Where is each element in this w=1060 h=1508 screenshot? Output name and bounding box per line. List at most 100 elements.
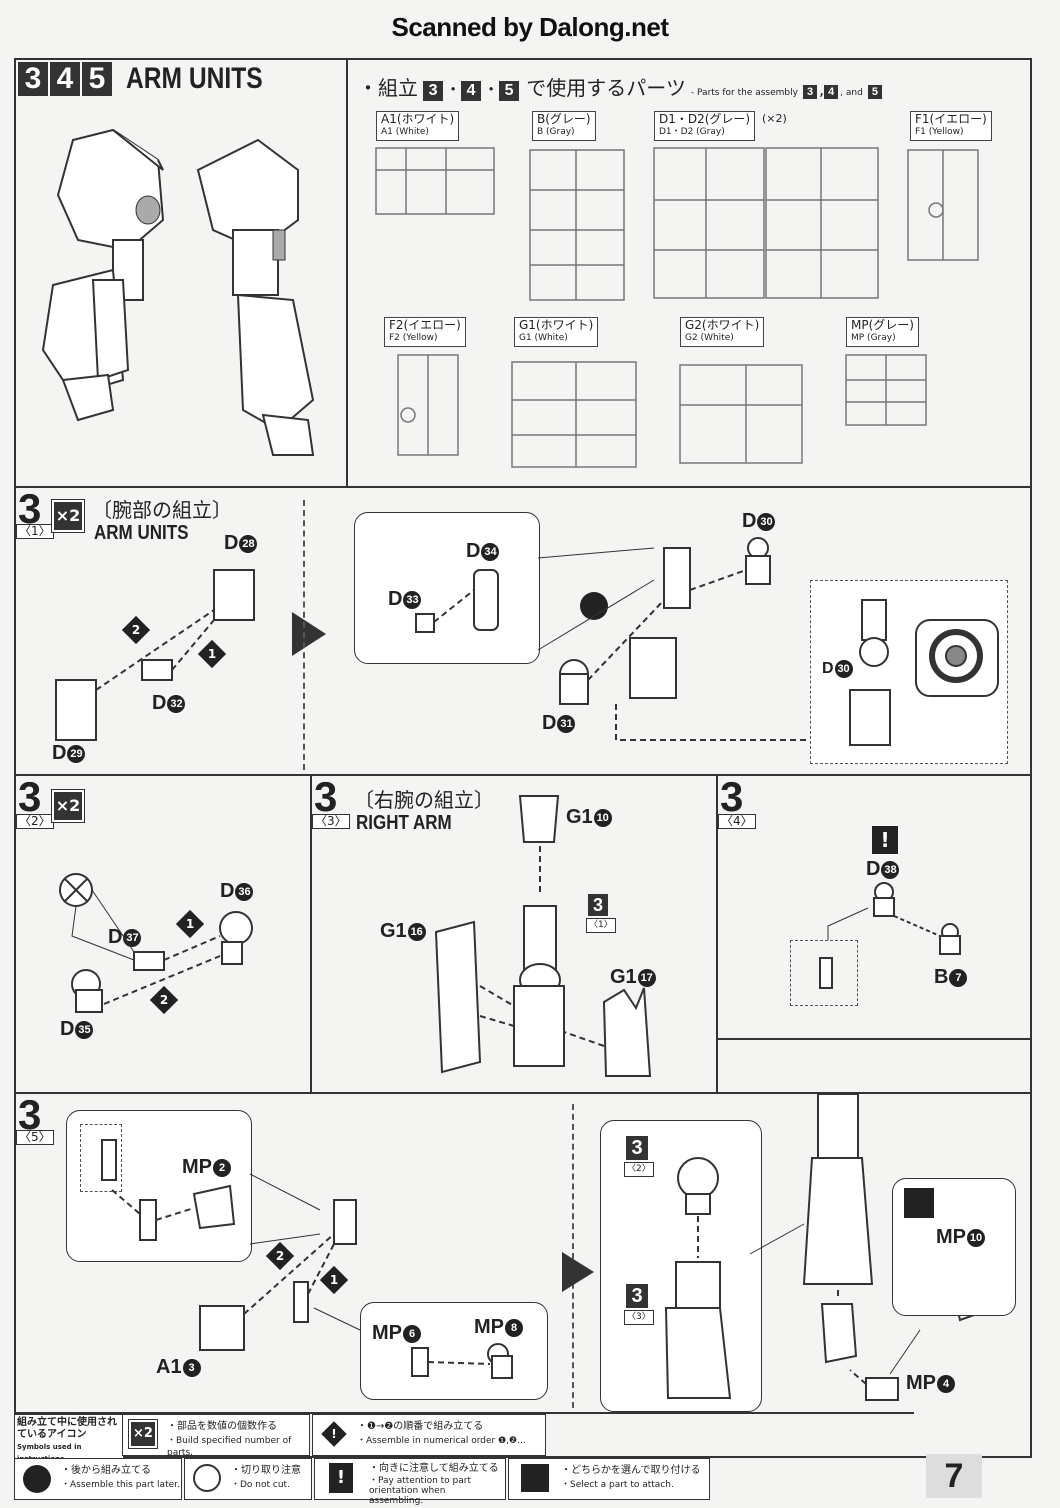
multiply-icon: ×2	[51, 789, 85, 823]
divider	[310, 776, 312, 1092]
runner-label-g2: G2(ホワイト)G2 (White)	[680, 317, 765, 347]
and-label: , and	[840, 88, 863, 98]
no-cut-icon	[59, 873, 93, 907]
part-number: 33	[403, 590, 422, 609]
part-number: 17	[637, 968, 656, 987]
part-runner: MP	[372, 1322, 402, 1344]
part-runner: D	[822, 660, 834, 678]
legend-item: ・どちらかを選んで取り付ける ・Select a part to attach.	[508, 1458, 710, 1500]
runner-en: D1・D2 (Gray)	[659, 127, 725, 137]
divider	[14, 486, 1032, 488]
parts-label-en: - Parts for the assembly	[690, 88, 798, 98]
step-ref: 4	[461, 81, 482, 101]
orientation-box	[80, 1124, 122, 1192]
part-runner: A1	[156, 1356, 182, 1378]
parts-used-header: ・組立 3・4・5 で使用するパーツ - Parts for the assem…	[358, 72, 884, 101]
step-ref-sub: 〈1〉	[586, 918, 616, 933]
part-number: 4	[937, 1374, 955, 1393]
runner-label-a1: A1(ホワイト)A1 (White)	[376, 111, 460, 141]
step-number: 3	[18, 773, 42, 820]
sprue-b	[529, 149, 625, 301]
sprue-g2	[679, 364, 803, 464]
part-number: 28	[239, 534, 258, 553]
step-ref: 3	[626, 1136, 648, 1160]
part-runner: D	[220, 880, 235, 902]
legend-item: ! ・❶→❷の順番で組み立てる ・Assemble in numerical o…	[312, 1414, 546, 1456]
sprue-d1	[653, 147, 765, 299]
substep-label: 〈2〉	[16, 814, 54, 829]
part-runner: D	[466, 540, 481, 562]
legend-en: ・Assemble in numerical order ❶,❷...	[357, 1436, 526, 1446]
order-icon: !	[321, 1421, 347, 1447]
step3-1-left-drawing	[55, 569, 255, 741]
runner-qty: (×2)	[762, 112, 787, 125]
step-number: 4	[50, 62, 80, 96]
part-number: 36	[235, 882, 254, 901]
orientation-box	[790, 940, 858, 1006]
runner-en: B (Gray)	[537, 127, 575, 137]
legend-item: ×2 ・部品を数値の個数作る ・Build specified number o…	[122, 1414, 310, 1458]
runner-label-g1: G1(ホワイト)G1 (White)	[514, 317, 599, 347]
step3-5-left-drawing	[101, 1139, 513, 1379]
part-number: 6	[403, 1324, 421, 1343]
part-number: 16	[407, 922, 426, 941]
part-runner: MP	[936, 1226, 966, 1248]
runner-en: G1 (White)	[519, 333, 568, 343]
step-ref-sub: 〈3〉	[624, 1310, 654, 1325]
detail-drawing	[849, 599, 999, 746]
part-runner: D	[152, 692, 167, 714]
no-cut-icon	[193, 1464, 221, 1492]
substep-label: 〈3〉	[312, 814, 350, 829]
part-runner: MP	[474, 1316, 504, 1338]
divider	[14, 1092, 1032, 1094]
step-ref: 3	[588, 894, 608, 916]
parts-label: ・組立	[358, 76, 418, 100]
step3-3-drawing	[434, 795, 652, 1077]
runner-en: A1 (White)	[381, 127, 429, 137]
runner-label-f1: F1(イエロー)F1 (Yellow)	[910, 111, 992, 141]
legend-item: ・後から組み立てる ・Assemble this part later.	[14, 1458, 182, 1500]
legend-item: ・切り取り注意 ・Do not cut.	[184, 1458, 312, 1500]
runner-jp: G1(ホワイト)	[519, 318, 594, 332]
step-ref: 3	[803, 85, 818, 99]
divider	[346, 58, 348, 486]
step3-1-right-drawing	[415, 537, 815, 741]
arrow-next	[292, 612, 326, 656]
part-runner: MP	[182, 1156, 212, 1178]
substep-label: 〈5〉	[16, 1130, 54, 1145]
legend-jp: ・切り取り注意	[231, 1465, 301, 1476]
step-title-jp: 〔右腕の組立〕	[354, 788, 494, 812]
legend-jp: ・❶→❷の順番で組み立てる	[357, 1421, 484, 1432]
select-part-icon	[521, 1464, 549, 1492]
legend-heading-jp: 組み立て中に使用されているアイコン	[17, 1417, 117, 1440]
step3-4-drawing	[819, 882, 961, 989]
step-number: 3	[720, 773, 744, 820]
sprue-d2	[765, 147, 879, 299]
part-runner: MP	[906, 1372, 936, 1394]
part-runner: D	[866, 858, 881, 880]
step-ref: 5	[499, 81, 520, 101]
legend-jp: ・向きに注意して組み立てる	[369, 1463, 499, 1474]
divider	[303, 500, 307, 770]
part-runner: D	[388, 588, 403, 610]
runner-jp: F2(イエロー)	[389, 318, 461, 332]
step-ref-sub: 〈2〉	[624, 1162, 654, 1177]
scan-credit: Scanned by Dalong.net	[391, 12, 670, 42]
runner-sprue-drawings	[375, 147, 979, 468]
part-runner: D	[224, 532, 239, 554]
part-runner: D	[108, 926, 123, 948]
page-number: 7	[926, 1454, 982, 1498]
